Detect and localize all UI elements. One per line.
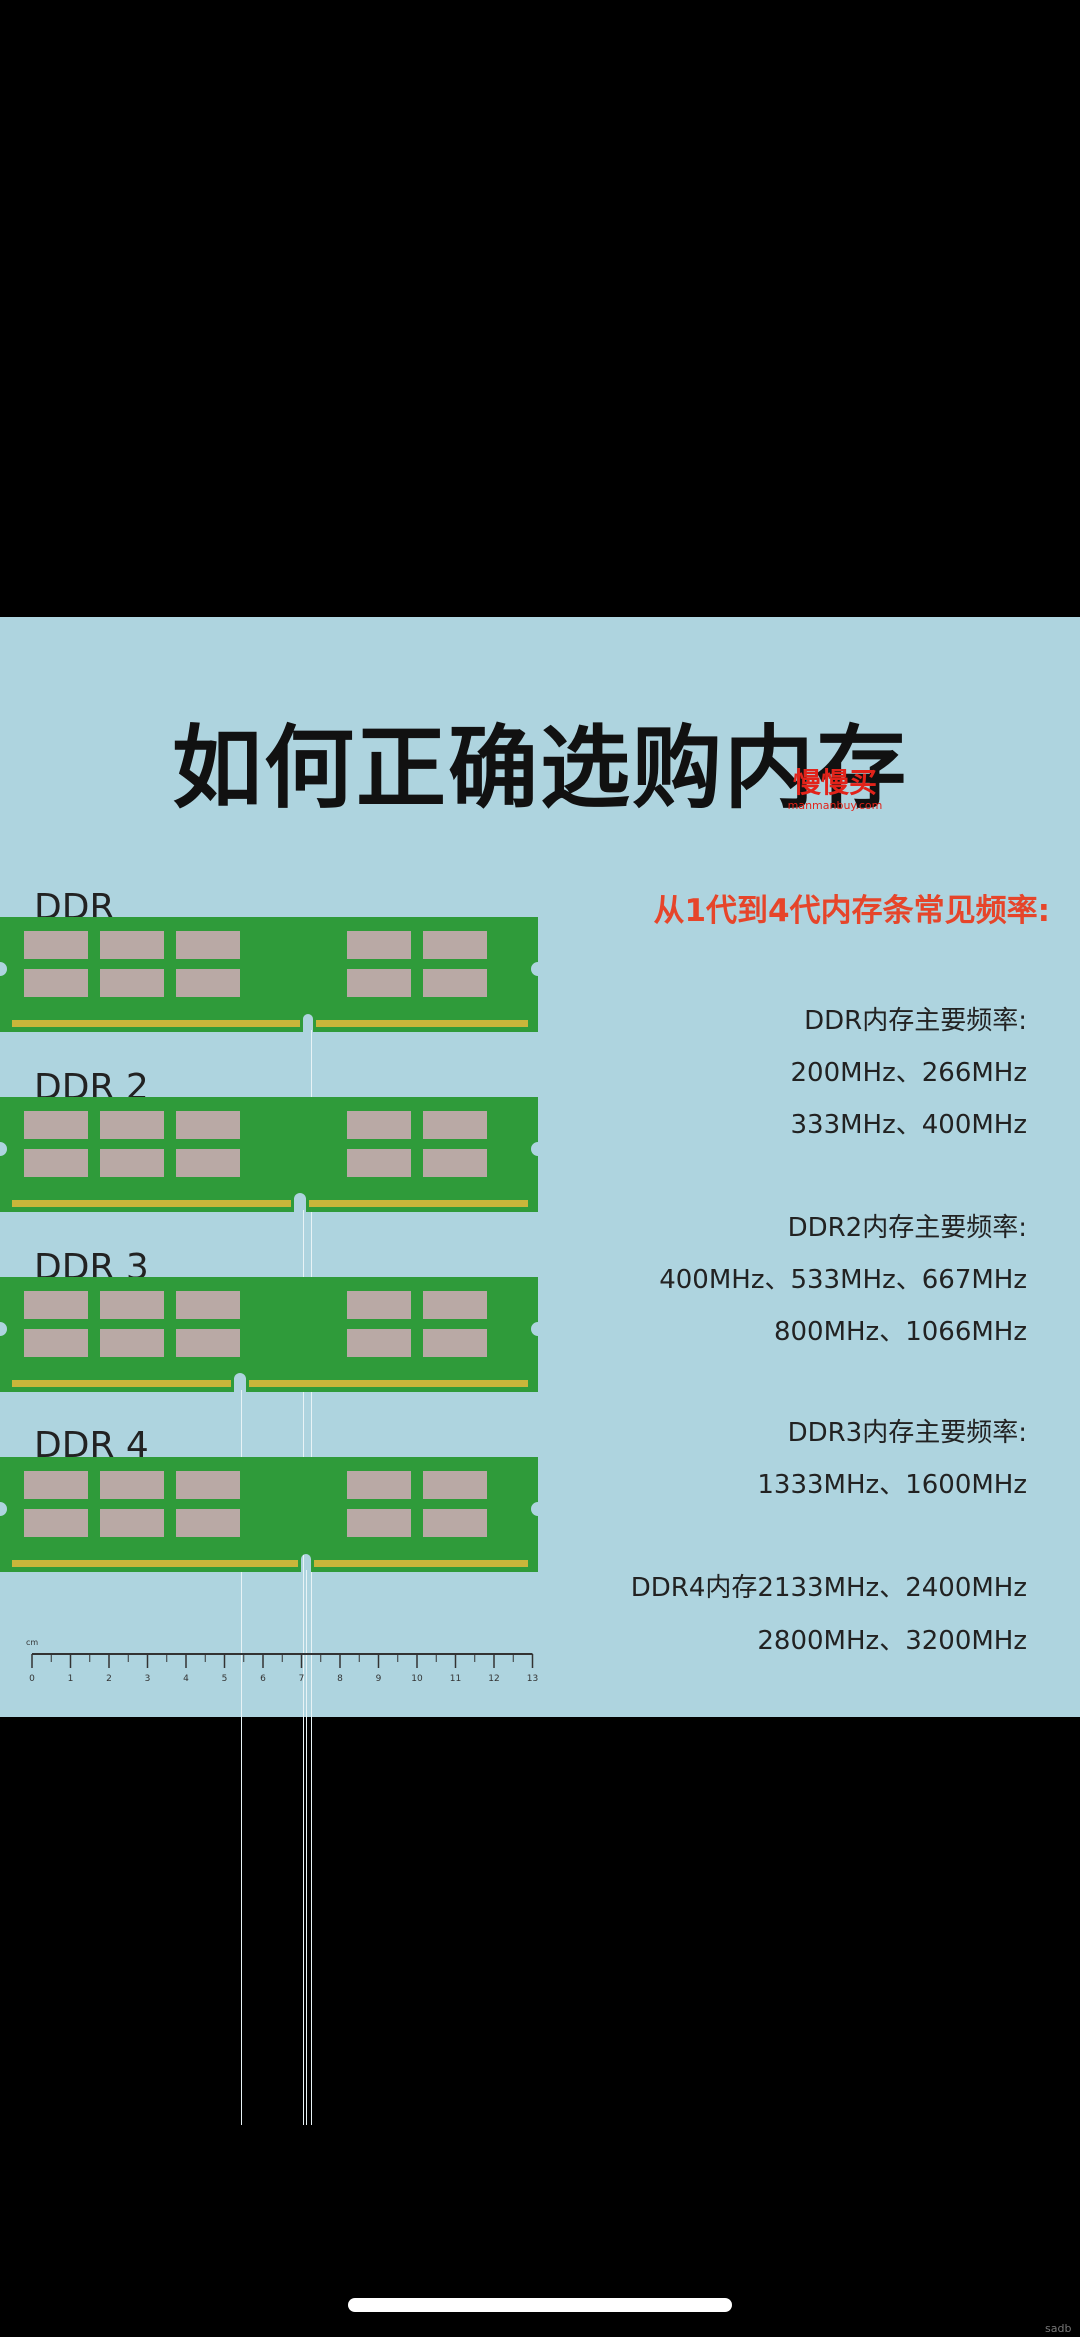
ddr4-freq-line2: 2800MHz、3200MHz [757, 1626, 1027, 1656]
ddr-notch-guide [311, 1030, 312, 2125]
ruler-label: 10 [411, 1674, 423, 1684]
page-title: 如何正确选购内存 [172, 716, 908, 821]
ddr-module [0, 917, 538, 1032]
ddr4-module [0, 1457, 538, 1572]
ddr2-freq-line1: 400MHz、533MHz、667MHz [659, 1265, 1027, 1295]
corner-mark: sadb [1045, 2322, 1072, 2335]
ddr-freq-heading: DDR内存主要频率: [804, 1006, 1027, 1036]
ruler-label: 1 [68, 1674, 74, 1684]
ruler-label: 6 [260, 1674, 266, 1684]
ddr2-freq-heading: DDR2内存主要频率: [787, 1213, 1027, 1243]
ddr3-freq-line1: 1333MHz、1600MHz [757, 1470, 1027, 1500]
home-indicator[interactable] [348, 2298, 732, 2312]
ddr2-freq-line2: 800MHz、1066MHz [773, 1317, 1027, 1347]
ruler-label: 0 [29, 1674, 35, 1684]
ruler-label: 3 [145, 1674, 151, 1684]
ruler-label: 12 [488, 1674, 499, 1684]
frequency-subtitle: 从1代到4代内存条常见频率: [653, 893, 1050, 929]
logo-name: 慢慢买 [792, 766, 877, 799]
ddr3-freq-heading: DDR3内存主要频率: [787, 1418, 1027, 1448]
ruler-unit: cm [26, 1638, 38, 1647]
ddr-freq-line2: 333MHz、400MHz [790, 1110, 1027, 1140]
ruler-label: 8 [337, 1674, 343, 1684]
ruler-label: 5 [222, 1674, 228, 1684]
ddr3-module [0, 1277, 538, 1392]
ruler-label: 11 [450, 1674, 461, 1684]
ddr2-notch-guide [303, 1210, 304, 2125]
brand-logo: 慢慢买 manmanbuy.com [780, 767, 890, 813]
ddr4-freq-line1: DDR4内存2133MHz、2400MHz [630, 1573, 1027, 1603]
ddr3-notch-guide [241, 1390, 242, 2125]
infographic-panel: 如何正确选购内存 慢慢买 manmanbuy.com DDR DDR 2 DDR… [0, 617, 1080, 2125]
logo-url: manmanbuy.com [787, 799, 883, 812]
ruler-label: 7 [299, 1674, 305, 1684]
ddr4-notch-guide [306, 1570, 307, 2125]
ruler-label: 9 [376, 1674, 382, 1684]
ruler-label: 13 [527, 1674, 538, 1684]
ddr-freq-line1: 200MHz、266MHz [790, 1058, 1027, 1088]
ruler-label: 4 [183, 1674, 189, 1684]
ddr2-module [0, 1097, 538, 1212]
ruler-label: 2 [106, 1674, 112, 1684]
